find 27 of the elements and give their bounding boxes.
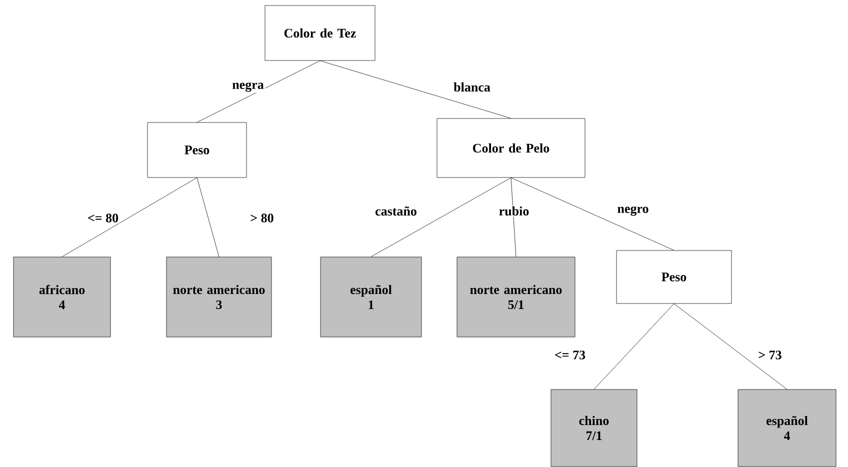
- edge-label: <= 73: [553, 350, 587, 360]
- leaf-box: español 1: [320, 256, 422, 338]
- decision-box: Peso: [147, 122, 247, 178]
- leaf-box: africano 4: [13, 256, 111, 338]
- connector-line: [320, 60, 512, 118]
- edge-label: negra: [231, 81, 265, 93]
- edge-label: negro: [616, 205, 650, 217]
- connector-line: [594, 304, 674, 390]
- decision-box: Color de Pelo: [436, 118, 586, 178]
- connector-line: [674, 304, 788, 390]
- connector-line: [196, 60, 320, 122]
- decision-box: Color de Tez: [264, 5, 376, 61]
- leaf-box: chino 7/1: [550, 389, 638, 467]
- leaf-box: español 4: [738, 389, 836, 467]
- edge-label: castaño: [374, 205, 418, 217]
- edge-label: blanca: [452, 81, 492, 93]
- edge-label: > 73: [757, 350, 783, 360]
- decision-box: Peso: [616, 250, 732, 304]
- edge-label: > 80: [249, 212, 275, 224]
- leaf-box: norte americano 5/1: [456, 256, 576, 338]
- connector-line: [510, 178, 674, 250]
- edge-label: <= 80: [86, 212, 120, 224]
- connector-line: [370, 178, 512, 257]
- leaf-box: norte americano 3: [166, 256, 272, 338]
- connector-line: [62, 178, 198, 257]
- edge-label: rubio: [498, 205, 530, 217]
- connector-line: [196, 178, 220, 257]
